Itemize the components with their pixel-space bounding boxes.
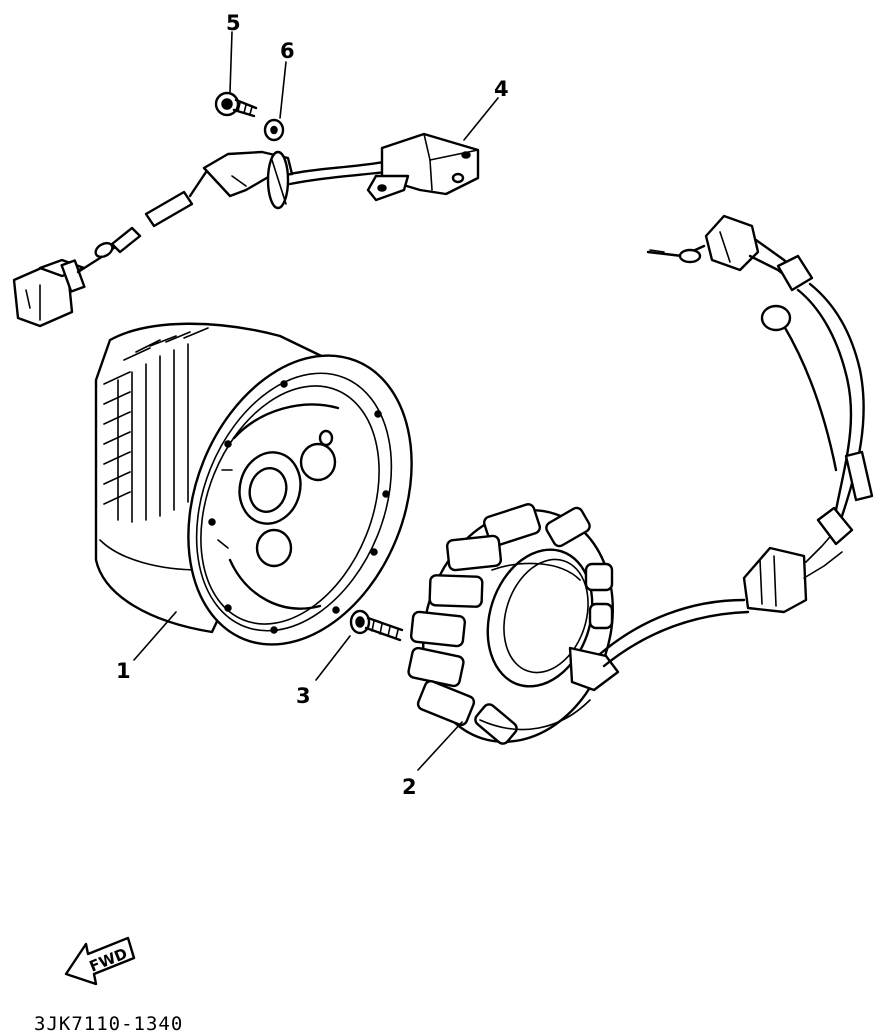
rotor-flywheel[interactable] — [94, 322, 453, 678]
pickup-coil-lead-sleeve — [110, 158, 224, 254]
callout-4: 4 — [494, 77, 509, 101]
callout-3: 3 — [296, 684, 311, 708]
callout-2: 2 — [402, 775, 417, 799]
washer-6[interactable] — [263, 118, 285, 142]
stator-lead-harness — [598, 214, 874, 668]
callout-6: 6 — [280, 39, 295, 63]
fwd-direction-arrow: FWD — [64, 936, 136, 986]
stator-harness-coupler — [742, 529, 843, 614]
bolt-3[interactable] — [349, 609, 404, 642]
rotor-cooling-fins — [99, 327, 209, 571]
screw-5[interactable] — [214, 91, 258, 118]
stator-coil[interactable] — [394, 485, 642, 766]
pickup-coil-grommet-clamp — [202, 150, 294, 210]
pickup-coil-coupler — [12, 240, 124, 328]
pickup-coil-assembly[interactable] — [12, 132, 480, 328]
pickup-coil-body — [366, 132, 480, 202]
callout-leaders — [133, 31, 499, 771]
callout-1: 1 — [116, 659, 131, 683]
stator-windings — [407, 503, 614, 745]
diagram-code: 3JK7110-1340 — [34, 1013, 183, 1035]
stator-top-coupler — [704, 214, 814, 292]
callout-5: 5 — [226, 11, 241, 35]
rotor-rim-bolts — [208, 380, 390, 634]
